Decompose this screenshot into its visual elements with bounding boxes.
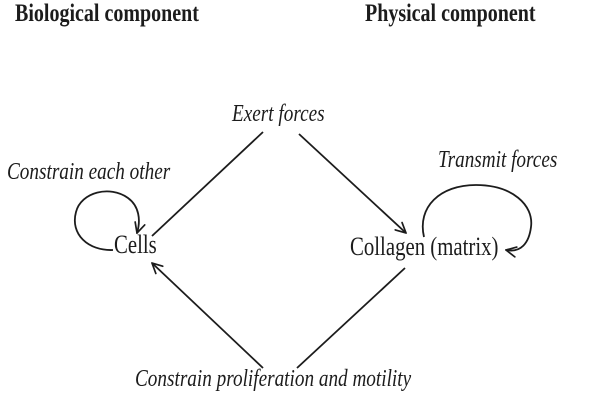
exert-forces-arrow-to-collagen [298, 133, 406, 233]
cells-self-loop-arrow [73, 190, 139, 251]
collagen-self-loop-arrow [421, 184, 533, 251]
cells-node: Cells [114, 230, 157, 259]
exert-forces-label: Exert forces [232, 101, 325, 127]
biological-component-header: Biological component [15, 0, 199, 27]
transmit-forces-label: Transmit forces [438, 147, 558, 173]
physical-component-header: Physical component [365, 0, 536, 27]
constrain-proliferation-motility-label: Constrain proliferation and motility [135, 366, 412, 392]
collagen-node: Collagen (matrix) [350, 232, 499, 261]
constrain-line-from-collagen [296, 267, 406, 369]
constrain-arrow-to-cells [152, 263, 264, 369]
exert-forces-line-from-cells [151, 131, 264, 237]
constrain-each-other-label: Constrain each other [7, 159, 171, 185]
